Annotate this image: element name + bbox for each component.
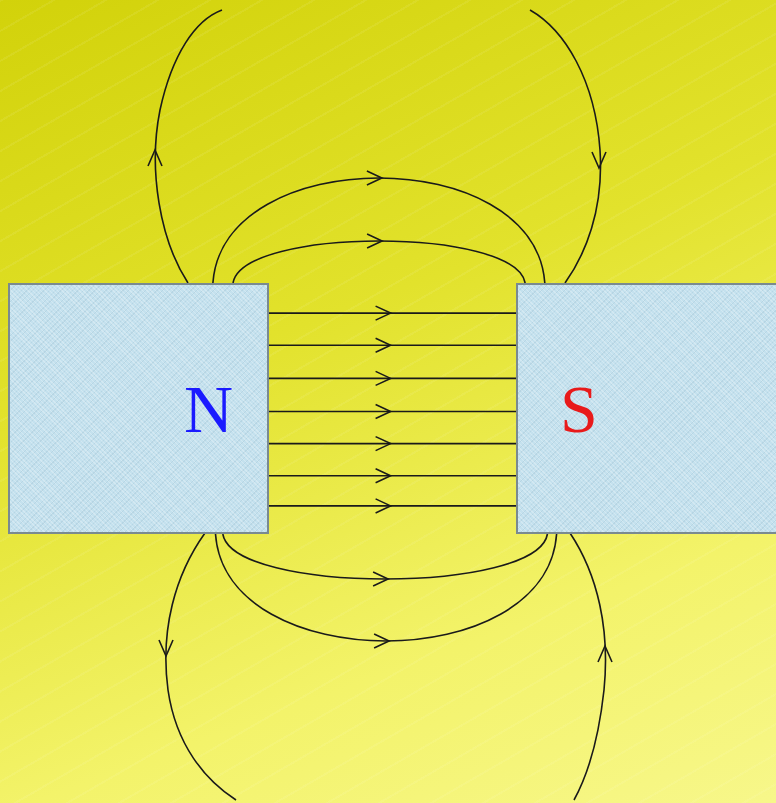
field-line [223, 534, 548, 586]
field-line [269, 338, 516, 352]
arrow-head [148, 150, 162, 166]
field-line [213, 171, 545, 283]
north-pole-magnet: N [8, 283, 269, 534]
field-line [269, 306, 516, 320]
arrow-head [376, 499, 391, 513]
arrow-head [598, 646, 612, 662]
field-line [155, 10, 222, 283]
field-line [269, 371, 516, 385]
arrow-head [376, 469, 391, 483]
pole-label: S [560, 375, 598, 443]
field-line [269, 469, 516, 483]
field-line [215, 534, 556, 648]
field-line [233, 234, 525, 283]
field-line [269, 405, 516, 419]
arrow-head [376, 405, 391, 419]
arrow-head [376, 338, 391, 352]
south-pole-magnet: S [516, 283, 776, 534]
arrow-head [373, 572, 388, 586]
arrow-head [376, 371, 391, 385]
pole-label: N [184, 375, 233, 443]
field-line [570, 533, 606, 800]
field-line [166, 533, 236, 800]
arrow-head [376, 437, 391, 451]
field-line [530, 10, 601, 283]
arrow-head [159, 640, 173, 656]
field-line [269, 499, 516, 513]
arrow-head [592, 152, 606, 168]
arrow-head [367, 234, 382, 248]
field-line [269, 437, 516, 451]
arrow-head [374, 634, 389, 648]
arrow-head [376, 306, 391, 320]
arrow-head [367, 171, 382, 185]
